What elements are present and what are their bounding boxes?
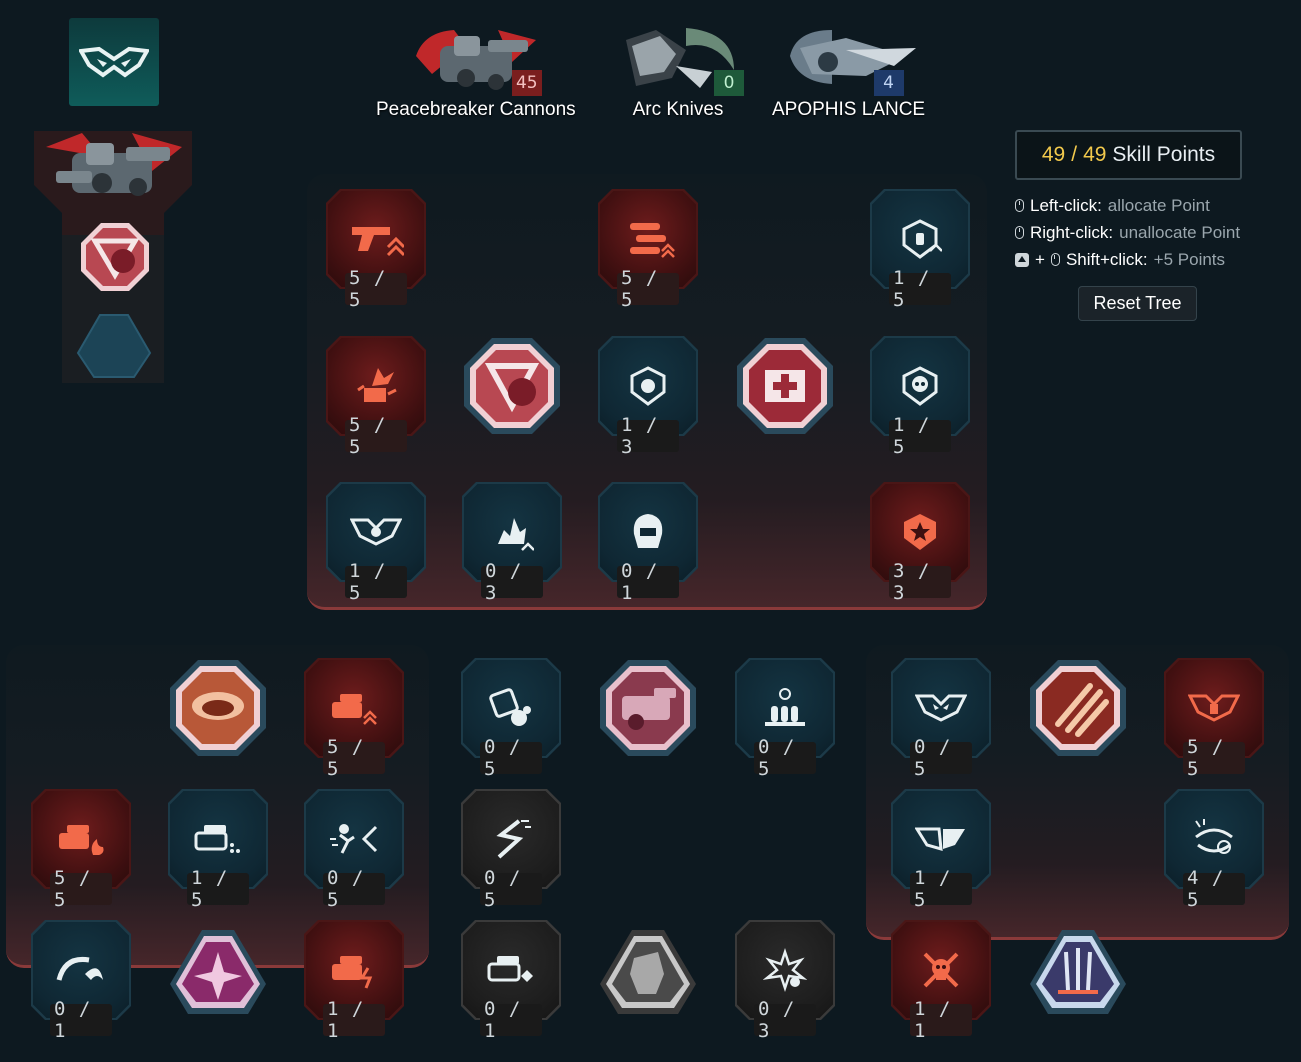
skill-node[interactable]: 5 / 5: [326, 336, 426, 458]
dash-strike-icon: [330, 824, 378, 854]
red-emblem-icon: [1188, 694, 1240, 722]
skill-node[interactable]: 0 / 5: [304, 789, 404, 911]
skill-node[interactable]: 4 / 5: [1164, 789, 1264, 911]
vortex-ability-icon: [170, 660, 266, 756]
ultimate-burst-node[interactable]: [168, 928, 268, 1018]
mouse-icon: [1015, 226, 1024, 239]
cannon-turret-icon: [600, 660, 696, 756]
skill-node[interactable]: 0 / 5: [461, 658, 561, 780]
cannon-ability-icon[interactable]: [79, 221, 151, 293]
skill-node[interactable]: 0 / 1: [598, 482, 698, 604]
reset-tree-button[interactable]: Reset Tree: [1078, 286, 1197, 321]
major-node-cannon[interactable]: [598, 658, 698, 758]
hint-right-click: Right-click: unallocate Point: [1015, 219, 1240, 246]
skill-points-current: 49: [1041, 143, 1066, 166]
shift-key-icon: [1015, 252, 1029, 267]
weapon-name: APOPHIS LANCE: [772, 99, 926, 120]
skill-node[interactable]: 0 / 5: [735, 658, 835, 780]
skill-node[interactable]: 3 / 3: [870, 482, 970, 604]
ultimate-mech-node[interactable]: [598, 928, 698, 1018]
target-burst-icon: [1195, 819, 1233, 854]
skill-node[interactable]: 1 / 3: [598, 336, 698, 458]
skill-node[interactable]: 1 / 5: [870, 189, 970, 311]
cannon-up-icon: [332, 694, 377, 725]
biohazard-ammo-icon: [765, 688, 805, 726]
skill-node[interactable]: 5 / 5: [31, 789, 131, 911]
skill-node[interactable]: 1 / 5: [168, 789, 268, 911]
arc-knives-icon: [626, 28, 734, 88]
skill-node[interactable]: 1 / 5: [870, 336, 970, 458]
cannon-bolt-icon: [332, 956, 373, 989]
fire-arrow-icon: [498, 518, 534, 551]
skill-node[interactable]: 0 / 5: [461, 789, 561, 911]
skill-points-counter: 49 / 49 Skill Points: [1015, 130, 1242, 180]
skill-node[interactable]: 0 / 5: [891, 658, 991, 780]
peacebreaker-portrait-icon[interactable]: [42, 127, 186, 207]
hint-shift-click: + Shift+click: +5 Points: [1015, 246, 1240, 273]
skill-node[interactable]: 0 / 1: [31, 920, 131, 1042]
helmet-icon: [633, 514, 663, 548]
peacebreaker-icon: [415, 30, 536, 90]
ultimate-slot-icon[interactable]: [76, 313, 152, 379]
apophis-lance-icon: [789, 30, 916, 84]
weapon-points-badge: 0: [714, 70, 744, 96]
shield-helmet-icon: [630, 366, 666, 406]
burst-badge-icon: [904, 514, 936, 550]
skill-node[interactable]: 5 / 5: [598, 189, 698, 311]
controls-hints: Left-click: allocate Point Right-click: …: [1015, 192, 1240, 273]
spark-bomb-icon: [763, 948, 807, 992]
skill-points-max: 49: [1083, 143, 1107, 166]
weapon-name: Arc Knives: [632, 99, 724, 120]
mouse-icon: [1015, 199, 1024, 212]
skill-node[interactable]: 5 / 5: [1164, 658, 1264, 780]
weapon-peacebreaker[interactable]: 45 Peacebreaker Cannons: [376, 26, 576, 121]
major-node-medkit[interactable]: [735, 336, 835, 436]
major-node-claws[interactable]: [1028, 658, 1128, 758]
skill-node[interactable]: 0 / 3: [462, 482, 562, 604]
shield-ammo-icon: [902, 219, 942, 259]
mouse-icon: [1050, 253, 1060, 266]
claw-strike-icon: [1030, 660, 1126, 756]
pistol-icon: [352, 227, 404, 257]
lightning-dash-icon: [496, 819, 531, 859]
major-node-prism[interactable]: [462, 336, 562, 436]
class-emblem[interactable]: [69, 18, 159, 106]
mask-wings-icon: [79, 46, 149, 78]
prism-ability-icon: [464, 338, 560, 434]
weapon-apophis-lance[interactable]: 4 APOPHIS LANCE: [772, 26, 925, 121]
medkit-ammo-icon: [737, 338, 833, 434]
bullets-icon: [630, 223, 675, 258]
cannon-dots-icon: [194, 825, 240, 853]
skill-node[interactable]: 1 / 5: [891, 789, 991, 911]
skill-points-label: Skill Points: [1112, 143, 1216, 166]
skill-points-separator: /: [1071, 143, 1078, 166]
mask-emblem-icon: [915, 694, 967, 722]
wing-shield-icon: [915, 827, 965, 852]
skill-node[interactable]: 5 / 5: [304, 658, 404, 780]
wings-emblem-icon: [350, 518, 402, 546]
weapon-name: Peacebreaker Cannons: [376, 99, 576, 120]
skill-node[interactable]: 0 / 1: [461, 920, 561, 1042]
skill-node[interactable]: 5 / 5: [326, 189, 426, 311]
hint-left-click: Left-click: allocate Point: [1015, 192, 1240, 219]
skill-node[interactable]: 1 / 1: [304, 920, 404, 1042]
cannon-fire-icon: [59, 825, 104, 855]
weapon-points-badge: 4: [873, 70, 904, 96]
dice-ammo-icon: [489, 688, 531, 726]
crossed-skull-icon: [923, 952, 959, 988]
explosion-icon: [357, 368, 397, 402]
cannon-diamond-icon: [487, 956, 533, 982]
skill-node[interactable]: 1 / 5: [326, 482, 426, 604]
skill-node[interactable]: 1 / 1: [891, 920, 991, 1042]
left-ability-column: [34, 125, 192, 383]
skull-shield-icon: [902, 366, 938, 406]
ultimate-barrage-node[interactable]: [1028, 928, 1128, 1018]
skill-node[interactable]: 0 / 3: [735, 920, 835, 1042]
weapon-arc-knives[interactable]: 0 Arc Knives: [616, 26, 744, 121]
weapon-points-badge: 45: [511, 70, 542, 96]
major-node-vortex[interactable]: [168, 658, 268, 758]
hook-icon: [56, 956, 103, 981]
